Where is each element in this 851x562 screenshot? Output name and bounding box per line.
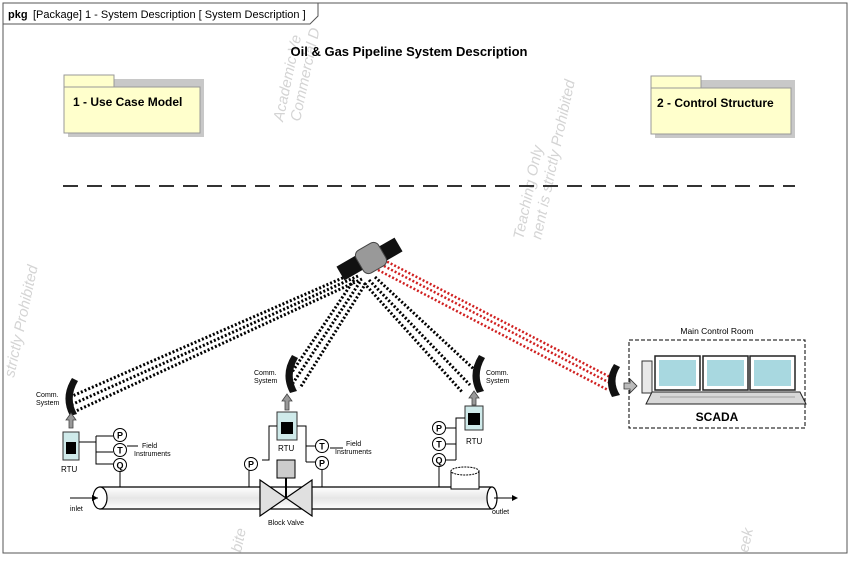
- comm-label: System: [486, 378, 510, 385]
- frame-label: [Package] 1 - System Description [ Syste…: [33, 9, 306, 21]
- comm-label: Comm.: [254, 370, 277, 377]
- up-arrow-icon: [468, 390, 480, 406]
- up-arrow-icon: [65, 412, 77, 429]
- monitor-icon: [702, 355, 749, 391]
- watermark-text: eek: [735, 525, 757, 554]
- package-control-structure[interactable]: 2 - Control Structure: [650, 75, 795, 138]
- computer-tower-icon: [641, 360, 653, 394]
- downlink-red: [377, 256, 613, 392]
- monitor-icon: [654, 355, 701, 391]
- package-use-case-model[interactable]: 1 - Use Case Model: [63, 74, 204, 137]
- inlet-label: inlet: [70, 506, 83, 513]
- gauge-icon: [244, 457, 258, 471]
- diagram-title: Oil & Gas Pipeline System Description: [291, 44, 528, 59]
- arrow-right-icon: [623, 378, 638, 394]
- comm-dish-icon: [607, 364, 620, 397]
- satellite-icon: [336, 237, 403, 281]
- scada-label: SCADA: [696, 410, 739, 424]
- block-valve-icon: Block Valve: [259, 459, 313, 527]
- svg-text:T: T: [117, 446, 123, 456]
- svg-text:Q: Q: [116, 461, 123, 471]
- gauge-icon: [432, 437, 446, 451]
- rtu-unit: RTU: [61, 431, 80, 474]
- gauge-icon: [315, 456, 329, 470]
- field-label: Instruments: [335, 449, 372, 456]
- control-room: Main Control Room SCADA: [623, 326, 807, 429]
- flow-arrows: inlet outlet: [70, 495, 518, 516]
- field-label: Field: [142, 443, 157, 450]
- control-room-label: Main Control Room: [680, 326, 753, 336]
- svg-text:P: P: [248, 460, 254, 470]
- svg-text:T: T: [436, 440, 442, 450]
- gauge-icon: [432, 453, 446, 467]
- field-label: Instruments: [134, 451, 171, 458]
- svg-text:P: P: [117, 431, 123, 441]
- gauge-icon: [113, 458, 127, 472]
- outlet-label: outlet: [492, 509, 509, 516]
- package-label: 1 - Use Case Model: [73, 95, 182, 109]
- svg-text:RTU: RTU: [278, 444, 295, 453]
- rtu-unit: RTU: [276, 411, 298, 453]
- gauge-icon: [315, 439, 329, 453]
- comm-label: System: [254, 378, 278, 385]
- frame-header: pkg [Package] 1 - System Description [ S…: [2, 2, 319, 25]
- rtu-unit: RTU: [464, 405, 484, 446]
- monitor-icon: [749, 355, 796, 391]
- gauge-icon: [113, 443, 127, 457]
- gauge-group: P T Q P T P P T Q: [113, 421, 446, 472]
- gauge-icon: [113, 428, 127, 442]
- svg-text:RTU: RTU: [466, 437, 483, 446]
- field-label: Field: [346, 441, 361, 448]
- svg-text:P: P: [436, 424, 442, 434]
- frame-keyword: pkg: [8, 9, 28, 21]
- package-label: 2 - Control Structure: [657, 96, 774, 110]
- pipeline-illustration: Comm. System Comm. System Comm. System R…: [36, 237, 807, 527]
- up-arrow-icon: [281, 393, 293, 411]
- watermark-text: bite: [228, 527, 250, 554]
- comm-label: Comm.: [36, 392, 59, 399]
- keyboard-icon: [645, 391, 807, 405]
- comm-label: Comm.: [486, 370, 509, 377]
- gauge-icon: [432, 421, 446, 435]
- satellite-links: [69, 271, 479, 413]
- comm-dish-icon: [472, 355, 485, 393]
- svg-text:P: P: [319, 459, 325, 469]
- comm-dish-icon: [65, 378, 78, 416]
- svg-text:Q: Q: [435, 456, 442, 466]
- svg-text:T: T: [319, 442, 325, 452]
- comm-label: System: [36, 400, 60, 407]
- comm-dish-icon: [285, 355, 298, 393]
- block-valve-label: Block Valve: [268, 520, 304, 527]
- svg-text:RTU: RTU: [61, 465, 78, 474]
